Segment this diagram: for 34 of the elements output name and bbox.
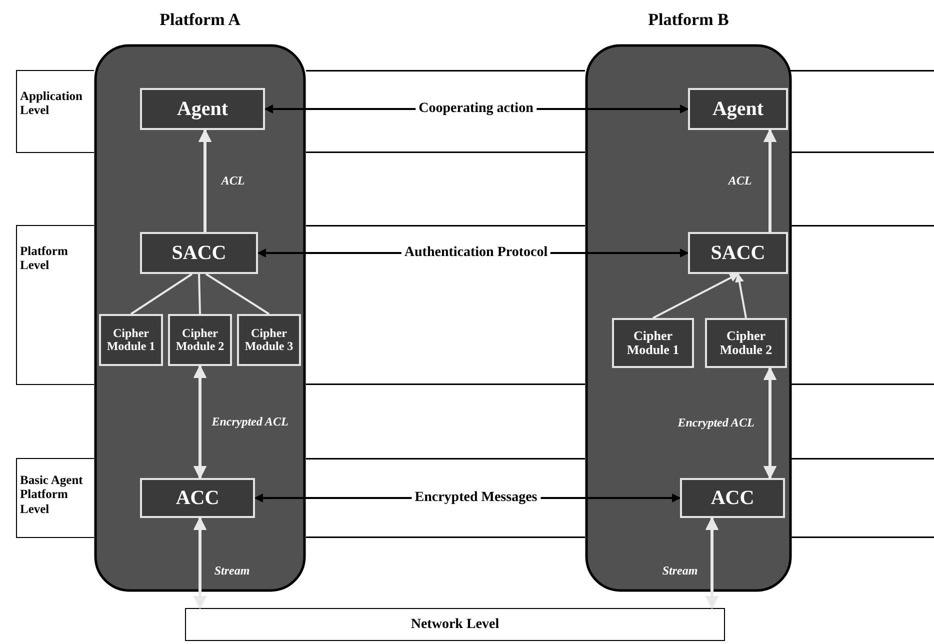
arrow [652,273,739,319]
cipher-module-box: Cipher Module 1 [612,318,694,368]
platform-heading: Platform B [647,10,730,30]
arrow [198,128,212,232]
arrow [763,128,777,232]
sacc-box: SACC [688,232,788,274]
acc-box: ACC [140,478,255,518]
cipher-module-box: Cipher Module 2 [168,314,232,366]
arrow [193,516,207,610]
level-band [185,608,725,641]
agent-box: Agent [140,88,265,130]
acc-box: ACC [680,478,785,518]
arrow [705,516,719,610]
arrow [193,364,207,480]
level-band [16,225,94,385]
arrow [735,273,747,318]
platform-heading: Platform A [158,10,242,30]
connector-line [130,273,193,315]
level-label: Basic Agent Platform Level [20,473,84,516]
sacc-box: SACC [140,232,258,274]
level-band [16,458,94,538]
level-label: Network Level [410,617,500,634]
connector-line [198,274,201,314]
level-label: Application Level [20,89,84,118]
edge-label: Encrypted Messages [412,490,540,506]
level-band [16,70,94,153]
cipher-module-box: Cipher Module 3 [237,314,301,366]
cipher-module-box: Cipher Module 1 [99,314,163,366]
arrow [763,366,777,480]
cipher-module-box: Cipher Module 2 [705,318,787,368]
agent-box: Agent [688,88,788,130]
connector-line [205,273,270,315]
level-label: Platform Level [20,244,69,273]
edge-label: Cooperating action [416,101,536,117]
